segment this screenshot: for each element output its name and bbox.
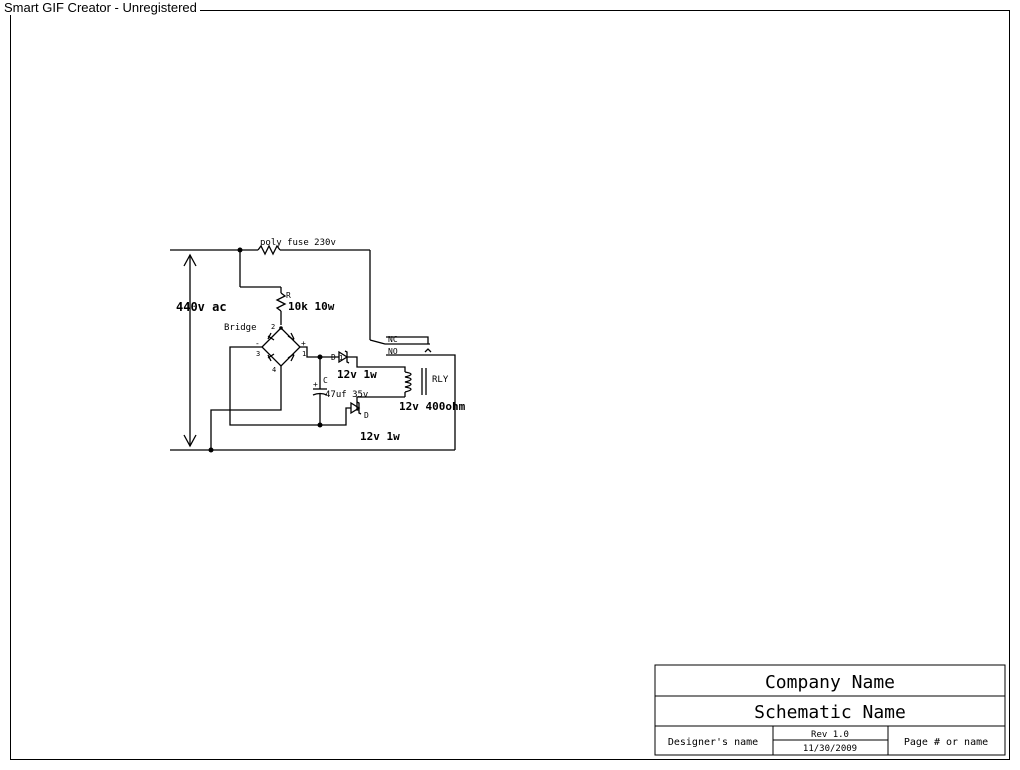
- company-name: Company Name: [765, 672, 895, 693]
- page-name: Page # or name: [904, 737, 988, 748]
- diode1-ref: D: [331, 353, 336, 362]
- top-line: poly fuse 230v: [170, 238, 371, 340]
- source-voltage-label: 440v ac: [176, 300, 227, 314]
- bridge-label: Bridge: [224, 323, 257, 333]
- contact-nc: NC: [388, 335, 398, 344]
- fuse-label: poly fuse 230v: [260, 238, 336, 248]
- cap-ref: C: [323, 376, 328, 385]
- diode2-value: 12v 1w: [360, 430, 400, 443]
- diode1-value: 12v 1w: [337, 368, 377, 381]
- diode-d2: D 12v 1w: [320, 401, 400, 443]
- resistor-branch: R 10k 10w: [239, 250, 335, 325]
- relay-ref: RLY: [432, 375, 449, 385]
- resistor-value: 10k 10w: [288, 300, 335, 313]
- ac-source: 440v ac: [176, 253, 227, 448]
- relay-value: 12v 400ohm: [399, 400, 466, 413]
- cap-value: 47uf 35v: [325, 390, 368, 400]
- capacitor-c: C + 47uf 35v: [312, 357, 368, 425]
- relay-contacts: NC NO: [369, 335, 456, 450]
- diode1-pin: 1: [339, 354, 343, 362]
- resistor-r: [275, 292, 287, 312]
- bridge-pin-1: 1: [302, 350, 306, 358]
- watermark-title: Smart GIF Creator - Unregistered: [4, 0, 200, 15]
- bridge-pin-3: 3: [256, 350, 260, 358]
- diode2-ref: D: [364, 411, 369, 420]
- bridge-plus: +: [301, 339, 306, 348]
- revision: Rev 1.0: [811, 730, 849, 740]
- drawing-frame: [10, 10, 1010, 760]
- bridge-wiring: [210, 346, 339, 450]
- bridge-pin-4: 4: [272, 366, 276, 374]
- diode-d1: D 1 12v 1w: [331, 350, 406, 381]
- cap-plus: +: [313, 380, 318, 389]
- poly-fuse: [257, 244, 281, 256]
- contact-no: NO: [388, 347, 398, 356]
- title-block: Company Name Schematic Name Designer's n…: [654, 664, 1006, 756]
- schematic-name: Schematic Name: [754, 702, 906, 723]
- bottom-line: [170, 447, 455, 453]
- relay-coil: RLY 12v 400ohm: [356, 368, 466, 413]
- bridge-minus: -: [255, 339, 260, 348]
- bridge-rectifier: Bridge 2 3 4 1 - +: [224, 323, 306, 374]
- date: 11/30/2009: [803, 744, 857, 754]
- bridge-pin-2: 2: [271, 323, 275, 331]
- resistor-ref: R: [286, 291, 291, 300]
- designer-name: Designer's name: [668, 737, 758, 748]
